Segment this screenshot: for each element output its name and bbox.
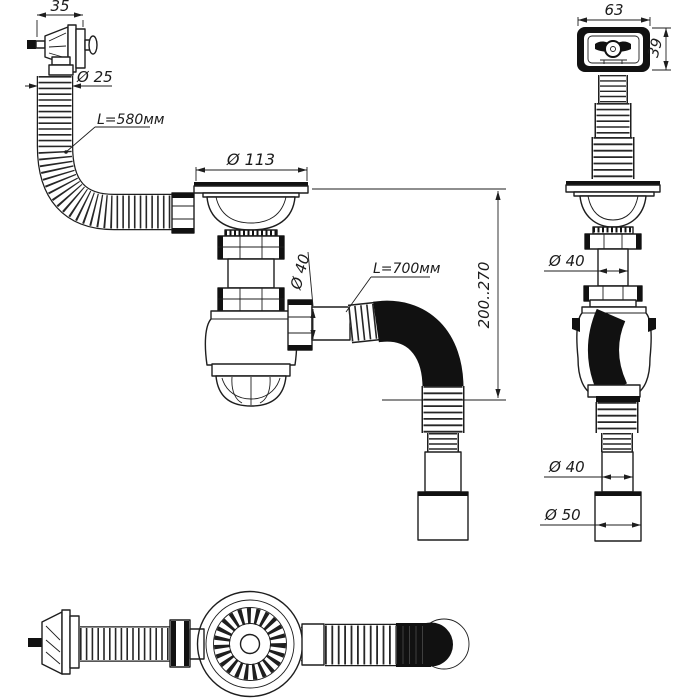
dim-overflow-width-right-label: 63 (604, 1, 623, 19)
overflow-fitting-side (27, 24, 98, 76)
overflow-hose (36, 76, 172, 231)
dimension-overflow-hose-diameter: Ø 25 (25, 68, 113, 89)
dimension-overflow-hose-length: L=580мм (64, 112, 165, 154)
dim-drain-flange-diameter-label: Ø 113 (226, 150, 275, 169)
overflow-fitting-plan (28, 609, 80, 675)
dimension-tail-cuff-diameter: Ø 50 (540, 506, 641, 528)
dim-tail-cuff-diameter-label: Ø 50 (544, 506, 581, 524)
dimension-tail-pipe-diameter: Ø 40 (544, 458, 633, 480)
strainer-spokes (214, 608, 286, 680)
dim-overflow-hose-length-label: L=580мм (97, 112, 165, 128)
ball-elbow (572, 306, 656, 402)
dim-overflow-width-label: 35 (50, 0, 69, 15)
dimension-outlet-hose-length: L=700мм (345, 261, 441, 313)
right-assembly-side-view: 63 39 Ø 40 Ø 40 Ø 50 (540, 1, 671, 542)
dim-overflow-hose-diameter-label: Ø 25 (76, 68, 113, 86)
outlet-flex-hose (287, 299, 469, 541)
outlet-hose-plan (301, 618, 470, 670)
dimension-overflow-width-right: 63 (577, 1, 651, 26)
dimension-outlet-pipe-diameter-right: Ø 40 (544, 252, 628, 274)
dim-installation-height-label: 200..270 (475, 262, 493, 329)
ball-elbow-black-bend (587, 308, 628, 397)
overflow-front (577, 27, 650, 72)
dimension-installation-height: 200..270 (312, 188, 506, 401)
drain-strainer-right (565, 181, 661, 308)
dim-outlet-hose-length-label: L=700мм (373, 261, 441, 277)
drain-strainer-plan (196, 590, 308, 698)
dimension-overflow-width: 35 (36, 0, 84, 37)
dim-tail-pipe-diameter-label: Ø 40 (548, 458, 585, 476)
dim-overflow-height-right-label: 39 (644, 36, 666, 59)
flex-hose-black-bend (373, 300, 464, 389)
plan-view (28, 590, 470, 698)
drain-strainer-side (171, 182, 309, 234)
dimension-overflow-height-right: 39 (644, 27, 671, 71)
left-assembly-side-view: 35 Ø 25 L=580мм Ø 113 Ø 40 (25, 0, 506, 541)
dim-outlet-pipe-diameter-right-label: Ø 40 (548, 252, 585, 270)
siphon-body (204, 229, 298, 407)
dimension-drain-flange-diameter: Ø 113 (195, 150, 308, 181)
tail-hose (594, 402, 642, 542)
